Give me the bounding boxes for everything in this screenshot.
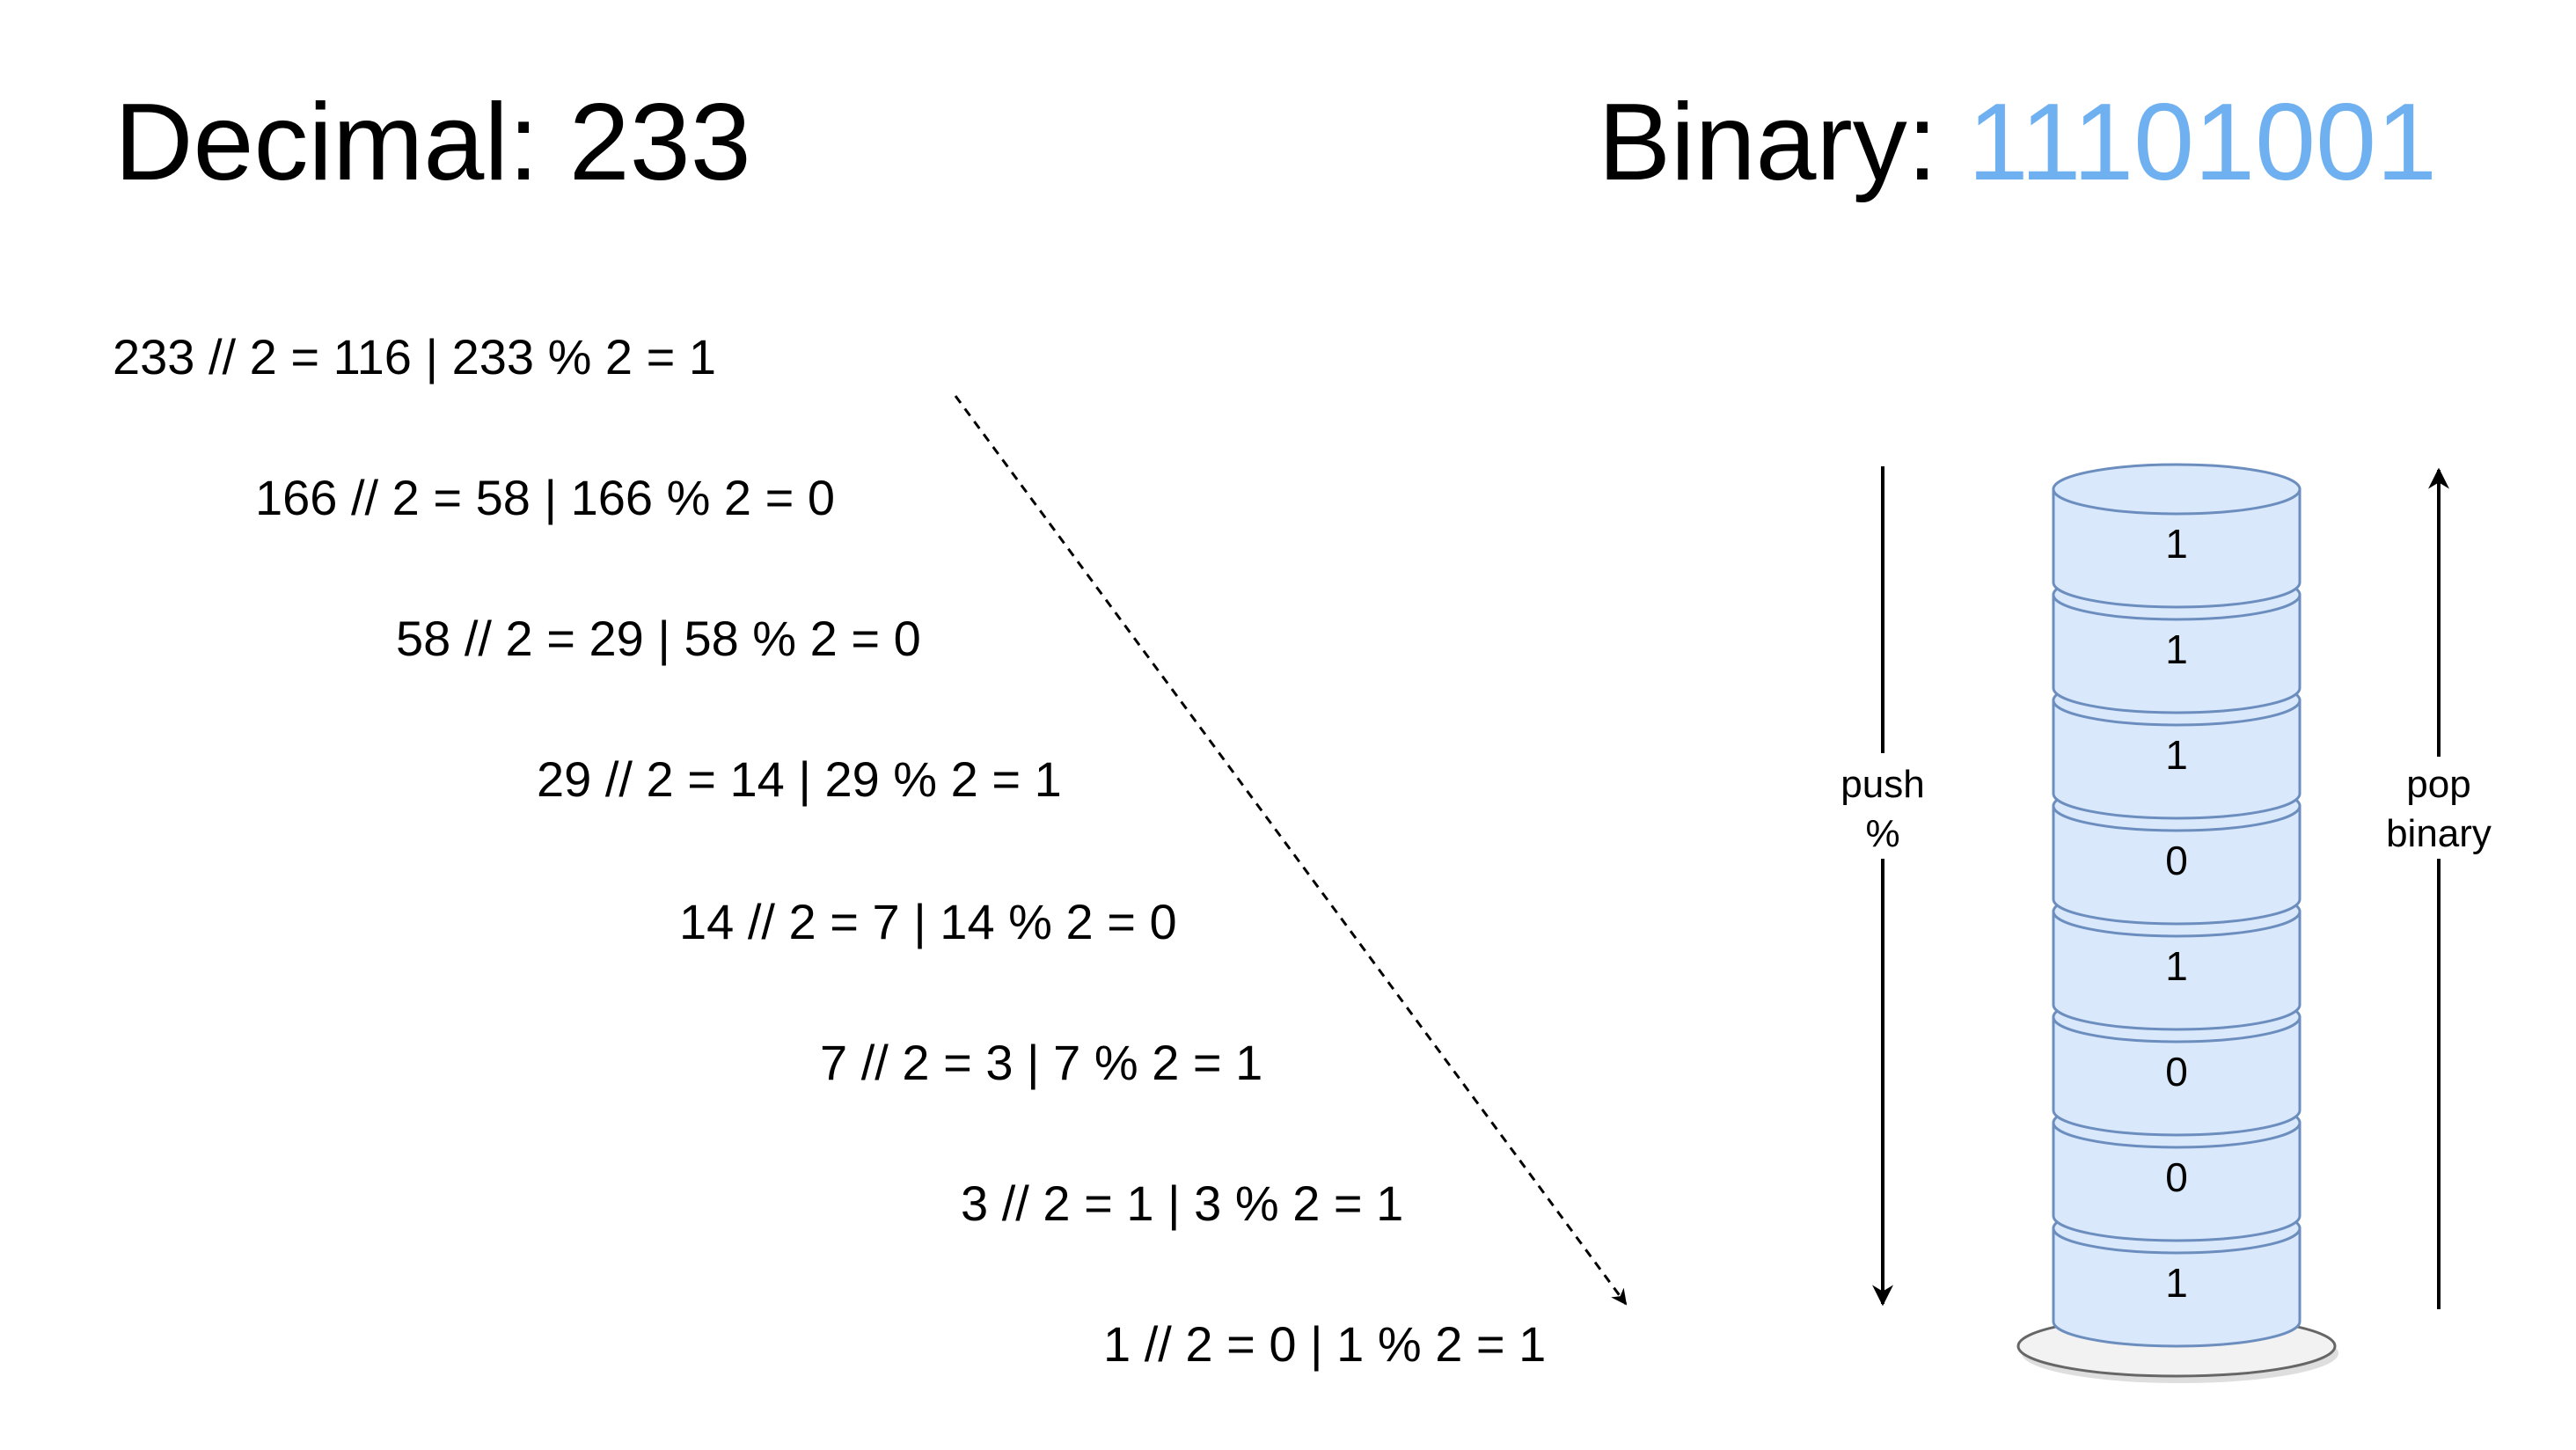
stack: 1 0 0 1 0 1 1 1 [2052,463,2302,1348]
division-step-1: 233 // 2 = 116 | 233 % 2 = 1 [113,329,717,384]
division-step-2: 166 // 2 = 58 | 166 % 2 = 0 [255,470,836,525]
flow-arrow [954,395,1628,1306]
division-step-8: 1 // 2 = 0 | 1 % 2 = 1 [1103,1316,1547,1372]
stack-disk-label: 1 [2165,943,2188,989]
stack-disk-label: 0 [2165,1049,2188,1095]
stack-disk-label: 1 [2165,626,2188,672]
decimal-value: 233 [568,82,751,203]
decimal-title: Decimal: 233 [114,81,751,204]
stack-disk-label: 1 [2165,521,2188,567]
division-step-4: 29 // 2 = 14 | 29 % 2 = 1 [537,751,1062,807]
push-label-line2: % [1865,812,1899,855]
stack-disk-label: 1 [2165,732,2188,778]
stack-disk-label: 0 [2165,1154,2188,1200]
pop-arrow: pop binary [2386,467,2492,1309]
stack-disk: 1 [2052,463,2302,609]
pop-label-line1: pop [2406,763,2470,806]
pop-label-line2: binary [2386,812,2492,855]
push-label-line1: push [1841,763,1924,806]
stack-disk-label: 0 [2165,838,2188,883]
binary-value: 11101001 [1967,82,2437,203]
division-step-7: 3 // 2 = 1 | 3 % 2 = 1 [961,1175,1404,1231]
division-step-5: 14 // 2 = 7 | 14 % 2 = 0 [679,894,1177,949]
decimal-label: Decimal: [114,82,569,203]
division-step-3: 58 // 2 = 29 | 58 % 2 = 0 [396,611,921,666]
division-step-6: 7 // 2 = 3 | 7 % 2 = 1 [820,1035,1263,1090]
stack-disk-label: 1 [2165,1260,2188,1306]
binary-label: Binary: [1598,82,1968,203]
push-arrow: push % [1841,466,1925,1307]
binary-title: Binary: 11101001 [1598,81,2437,204]
